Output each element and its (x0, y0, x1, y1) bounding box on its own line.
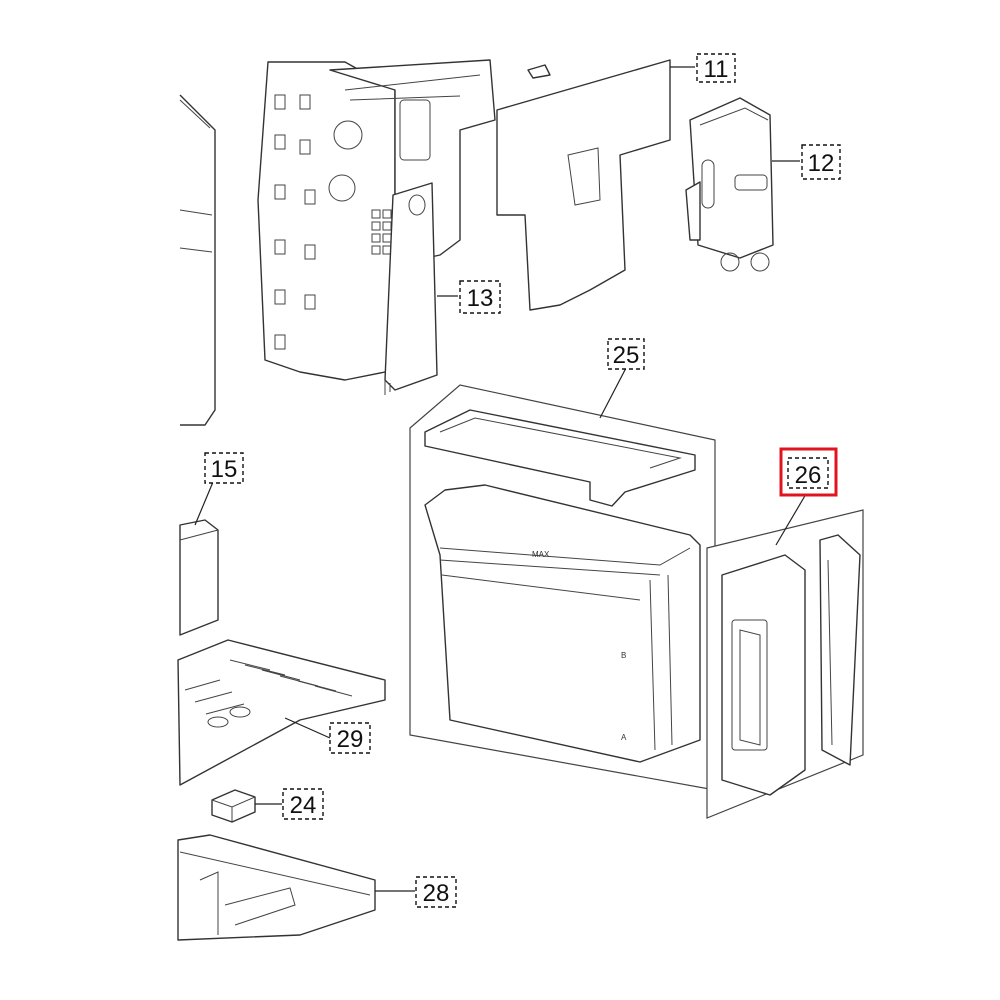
tank-a-mark: A (621, 733, 627, 742)
callout-11: 11 (696, 53, 736, 83)
callout-24: 24 (282, 788, 324, 820)
svg-text:11: 11 (704, 56, 729, 83)
svg-text:25: 25 (613, 342, 640, 369)
callout-12: 12 (801, 144, 841, 180)
svg-text:13: 13 (467, 285, 494, 312)
callout-26-highlighted: 26 (779, 447, 838, 497)
part-28-drip-tray (177, 834, 376, 941)
leader-lines (194, 66, 807, 892)
callout-15: 15 (204, 452, 244, 484)
svg-text:12: 12 (808, 150, 835, 177)
highlight-box (779, 447, 838, 497)
svg-text:24: 24 (290, 792, 317, 819)
callout-28: 28 (415, 876, 457, 908)
tank-b-mark: B (621, 651, 626, 660)
part-26-tank-cover-group (706, 509, 864, 819)
svg-text:29: 29 (337, 726, 364, 753)
callout-13: 13 (459, 280, 501, 314)
part-15-block (179, 519, 219, 636)
callout-29: 29 (329, 722, 371, 754)
svg-text:15: 15 (211, 456, 238, 483)
svg-text:26: 26 (795, 462, 822, 489)
part-25-water-tank-group: MAX B A (409, 384, 716, 791)
part-11-plate (496, 59, 671, 311)
part-24-knob (211, 789, 256, 823)
frame-assembly (257, 59, 496, 395)
svg-text:28: 28 (423, 880, 450, 907)
part-12-cover (685, 97, 774, 272)
part-29-drip-grille (177, 639, 386, 786)
side-panel (179, 94, 216, 426)
tank-max-mark: MAX (532, 550, 550, 559)
callout-25: 25 (607, 338, 645, 370)
